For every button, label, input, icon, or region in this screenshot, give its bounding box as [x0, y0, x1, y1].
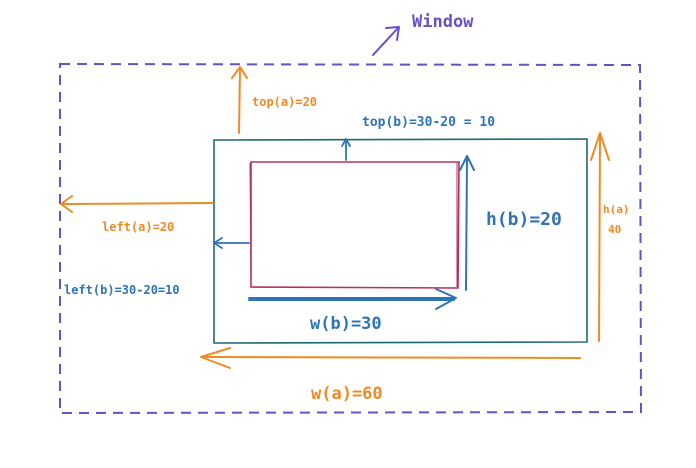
inner-box-b [250, 161, 460, 289]
outer-box-a [213, 138, 588, 344]
h-a-label-line1: h(a) [603, 203, 630, 216]
left-a-arrow [60, 195, 214, 213]
left-a-label: left(a)=20 [102, 220, 174, 234]
h-b-label: h(b)=20 [486, 209, 562, 230]
w-b-label: w(b)=30 [310, 314, 382, 334]
top-b-label: top(b)=30-20 = 10 [362, 115, 495, 130]
w-a-arrow [200, 347, 581, 369]
w-b-arrow [248, 288, 457, 310]
top-a-label: top(a)=20 [252, 95, 317, 109]
w-a-label: w(a)=60 [311, 384, 383, 404]
top-a-arrow [231, 66, 248, 134]
h-a-arrow [590, 132, 610, 342]
left-b-arrow [213, 237, 250, 249]
h-b-arrow [459, 155, 475, 291]
h-a-label-line2: 40 [608, 223, 621, 236]
window-frame [59, 62, 643, 415]
top-b-arrow [341, 138, 351, 161]
left-b-label: left(b)=30-20=10 [64, 283, 180, 297]
window-label: Window [412, 12, 474, 32]
window-pointer-arrow [372, 26, 400, 56]
inner-box-b-sketch [249, 162, 458, 287]
